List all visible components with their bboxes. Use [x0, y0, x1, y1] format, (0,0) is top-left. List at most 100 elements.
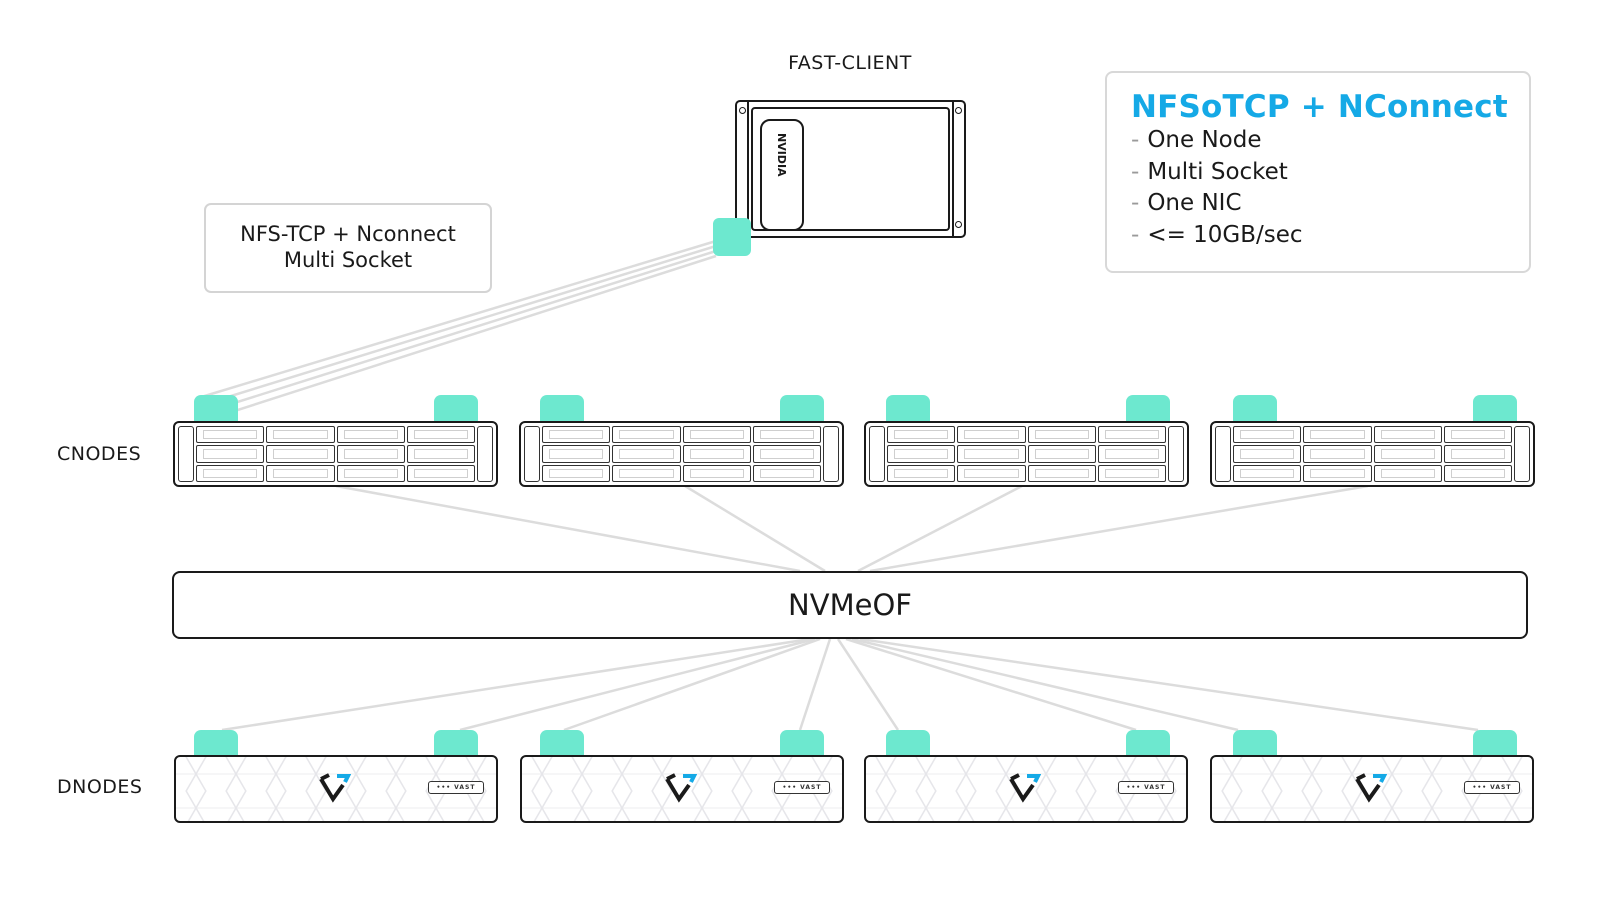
drive-bay	[1027, 445, 1096, 463]
drive-bay	[957, 464, 1026, 482]
nvmeof-fabric[interactable]: NVMeOF	[172, 571, 1528, 639]
cnode-port[interactable]	[1473, 395, 1517, 421]
drive-bay	[196, 464, 265, 482]
dnode-wire	[836, 638, 900, 731]
info-item: -One Node	[1131, 125, 1529, 157]
drive-bay	[1027, 464, 1096, 482]
drive-bay	[1373, 464, 1442, 482]
client-wire	[211, 249, 717, 412]
client-rail	[952, 102, 954, 236]
vast-badge: ••• VAST	[1118, 781, 1174, 794]
drive-bay	[957, 426, 1026, 444]
cnode-server[interactable]	[1210, 421, 1535, 487]
dnode-enclosure[interactable]: ••• VAST	[174, 755, 498, 823]
drive-bay	[196, 445, 265, 463]
dnode-port[interactable]	[1233, 730, 1277, 756]
drive-bay	[612, 464, 681, 482]
drive-bay	[1303, 426, 1372, 444]
drive-bay	[1373, 445, 1442, 463]
client-nic-port[interactable]	[713, 218, 751, 256]
connection-note: NFS-TCP + Nconnect Multi Socket	[204, 203, 492, 293]
server-ear	[869, 426, 885, 482]
info-item-text: <= 10GB/sec	[1147, 221, 1303, 248]
cnode-port[interactable]	[434, 395, 478, 421]
drive-bay	[612, 426, 681, 444]
cnode-port[interactable]	[1126, 395, 1170, 421]
dash-icon: -	[1131, 190, 1140, 216]
info-item-text: One NIC	[1147, 190, 1242, 216]
dnode-wire	[221, 637, 811, 732]
drive-bay	[1443, 464, 1512, 482]
cnode-wire	[684, 484, 826, 573]
cnode-to-fabric-wires	[335, 484, 1369, 573]
drive-bay	[336, 464, 405, 482]
nvidia-logo-icon: NVIDIA	[775, 133, 788, 177]
info-title: NFSoTCP + NConnect	[1131, 89, 1508, 125]
drive-bay	[1303, 464, 1372, 482]
dnode-wire	[845, 637, 1137, 732]
drive-bay	[887, 464, 956, 482]
info-box: NFSoTCP + NConnect -One Node -Multi Sock…	[1105, 71, 1531, 273]
drive-bay	[266, 445, 335, 463]
dash-icon: -	[1131, 158, 1140, 185]
drive-bays	[887, 426, 1166, 482]
info-item: -Multi Socket	[1131, 157, 1529, 189]
cnode-wire	[857, 484, 1023, 573]
fast-client-device[interactable]: NVIDIA	[735, 100, 966, 238]
dnode-enclosure[interactable]: ••• VAST	[864, 755, 1188, 823]
dash-icon: -	[1131, 127, 1140, 153]
dnode-enclosure[interactable]: ••• VAST	[520, 755, 844, 823]
server-ear	[524, 426, 540, 482]
client-wire	[197, 239, 717, 400]
dnode-port[interactable]	[780, 730, 824, 756]
drive-bay	[1027, 426, 1096, 444]
cnode-port[interactable]	[886, 395, 930, 421]
drive-bay	[752, 426, 821, 444]
drive-bay	[1233, 445, 1302, 463]
drive-bay	[1097, 426, 1166, 444]
cnode-server[interactable]	[519, 421, 844, 487]
drive-bay	[406, 445, 475, 463]
drive-bay	[682, 464, 751, 482]
dnode-wire	[563, 637, 821, 732]
cnode-port[interactable]	[780, 395, 824, 421]
cnode-port[interactable]	[194, 395, 238, 421]
drive-bay	[336, 426, 405, 444]
drive-bay	[542, 426, 611, 444]
dnode-port[interactable]	[434, 730, 478, 756]
dnode-port[interactable]	[1126, 730, 1170, 756]
drive-bay	[682, 426, 751, 444]
dnode-wire	[798, 638, 832, 731]
server-ear	[823, 426, 839, 482]
cnode-server[interactable]	[173, 421, 498, 487]
drive-bay	[542, 445, 611, 463]
client-panel: NVIDIA	[751, 107, 950, 231]
dnode-wire	[851, 637, 1239, 732]
info-item-text: One Node	[1147, 127, 1262, 153]
drive-bay	[1097, 464, 1166, 482]
dnode-enclosure[interactable]: ••• VAST	[1210, 755, 1534, 823]
drive-bay	[336, 445, 405, 463]
cnode-wire	[335, 484, 801, 573]
connection-note-line1: NFS-TCP + Nconnect	[240, 222, 456, 246]
dnode-port[interactable]	[540, 730, 584, 756]
drive-bay	[752, 445, 821, 463]
client-wire	[204, 244, 717, 406]
gpu-label-panel: NVIDIA	[760, 119, 804, 231]
cnode-port[interactable]	[540, 395, 584, 421]
cnode-port[interactable]	[1233, 395, 1277, 421]
client-wire	[218, 254, 717, 418]
server-ear	[1514, 426, 1530, 482]
client-rail	[747, 102, 749, 236]
connection-note-line2: Multi Socket	[283, 248, 413, 272]
cnode-server[interactable]	[864, 421, 1189, 487]
dnode-port[interactable]	[1473, 730, 1517, 756]
client-to-cnode-wires	[197, 239, 717, 418]
dnode-port[interactable]	[194, 730, 238, 756]
drive-bays	[542, 426, 821, 482]
dnode-port[interactable]	[886, 730, 930, 756]
drive-bay	[682, 445, 751, 463]
dnodes-row-label: DNODES	[57, 776, 143, 798]
vast-logo-icon	[1009, 773, 1041, 803]
drive-bay	[752, 464, 821, 482]
